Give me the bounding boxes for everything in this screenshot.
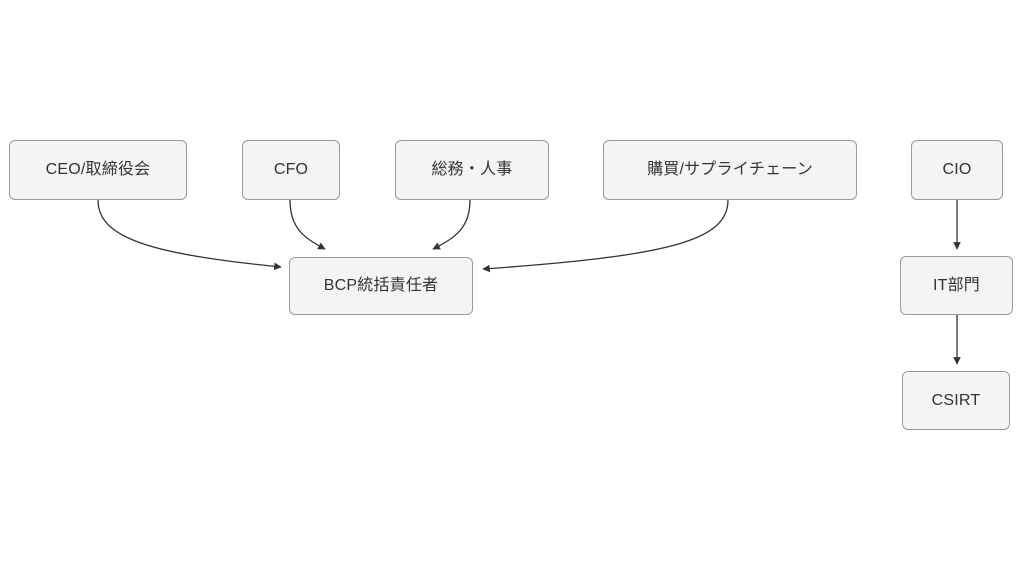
node-bcp-leader-label: BCP統括責任者 — [323, 277, 439, 295]
node-csirt[interactable]: CSIRT — [902, 371, 1010, 430]
node-soumu-jinji-label: 総務・人事 — [431, 161, 513, 179]
node-ceo-label: CEO/取締役会 — [45, 161, 151, 179]
node-ceo[interactable]: CEO/取締役会 — [9, 140, 187, 200]
edge-kobai-supply-chain-to-bcp — [482, 199, 729, 273]
node-csirt-label: CSIRT — [931, 391, 981, 409]
node-cfo[interactable]: CFO — [242, 140, 340, 200]
edge-cfo-to-bcp — [289, 199, 326, 250]
node-kobai-supply-chain[interactable]: 購買/サプライチェーン — [603, 140, 857, 200]
node-bcp-leader[interactable]: BCP統括責任者 — [289, 257, 473, 315]
edge-soumu-jinji-to-bcp — [432, 199, 471, 250]
node-cio-label: CIO — [942, 161, 972, 179]
node-cfo-label: CFO — [273, 161, 309, 179]
node-kobai-supply-chain-label: 購買/サプライチェーン — [647, 161, 813, 179]
node-it-department[interactable]: IT部門 — [900, 256, 1013, 315]
node-it-department-label: IT部門 — [932, 276, 981, 294]
node-soumu-jinji[interactable]: 総務・人事 — [395, 140, 549, 200]
edge-ceo-to-bcp — [97, 199, 282, 271]
node-cio[interactable]: CIO — [911, 140, 1003, 200]
